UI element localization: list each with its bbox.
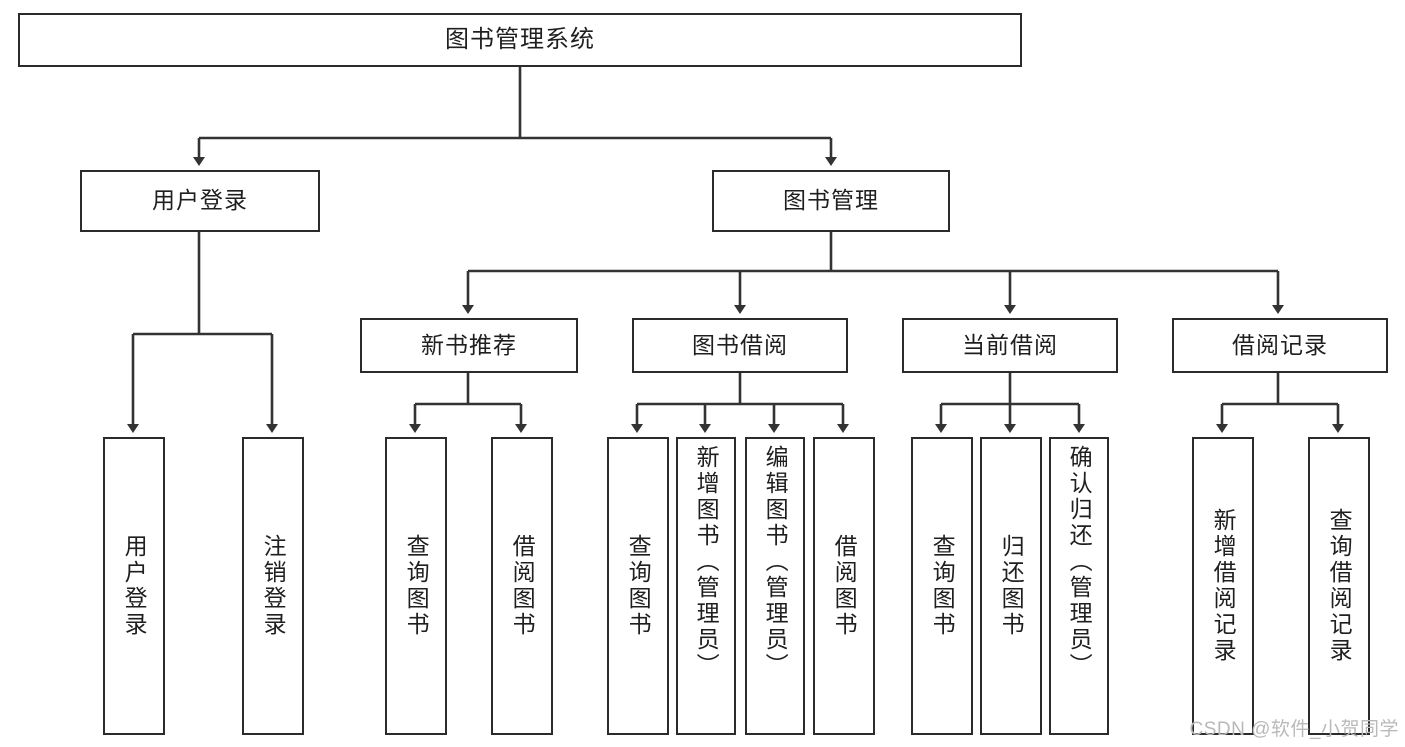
leaf-add-borrow-record[interactable]: 新增借阅记录 [1192,437,1254,735]
node-book-borrowing[interactable]: 图书借阅 [632,318,848,373]
leaf-query-book-current[interactable]: 查询图书 [911,437,973,735]
leaf-add-book-admin[interactable]: 新增图书（管理员） [676,437,736,735]
node-user-login[interactable]: 用户登录 [80,170,320,232]
leaf-confirm-return-admin[interactable]: 确认归还（管理员） [1049,437,1109,735]
leaf-borrow-book-borrowing[interactable]: 借阅图书 [813,437,875,735]
node-new-book-recommendation[interactable]: 新书推荐 [360,318,578,373]
leaf-user-login[interactable]: 用户登录 [103,437,165,735]
node-current-borrowing[interactable]: 当前借阅 [902,318,1118,373]
leaf-logout[interactable]: 注销登录 [242,437,304,735]
node-root-system[interactable]: 图书管理系统 [18,13,1022,67]
leaf-query-book-recommendation[interactable]: 查询图书 [385,437,447,735]
node-book-management[interactable]: 图书管理 [712,170,950,232]
leaf-query-book-borrowing[interactable]: 查询图书 [607,437,669,735]
node-borrow-records[interactable]: 借阅记录 [1172,318,1388,373]
leaf-return-book[interactable]: 归还图书 [980,437,1042,735]
leaf-borrow-book-recommendation[interactable]: 借阅图书 [491,437,553,735]
leaf-edit-book-admin[interactable]: 编辑图书（管理员） [745,437,805,735]
leaf-query-borrow-record[interactable]: 查询借阅记录 [1308,437,1370,735]
watermark-text: CSDN @软件_小贺同学 [1189,719,1399,740]
